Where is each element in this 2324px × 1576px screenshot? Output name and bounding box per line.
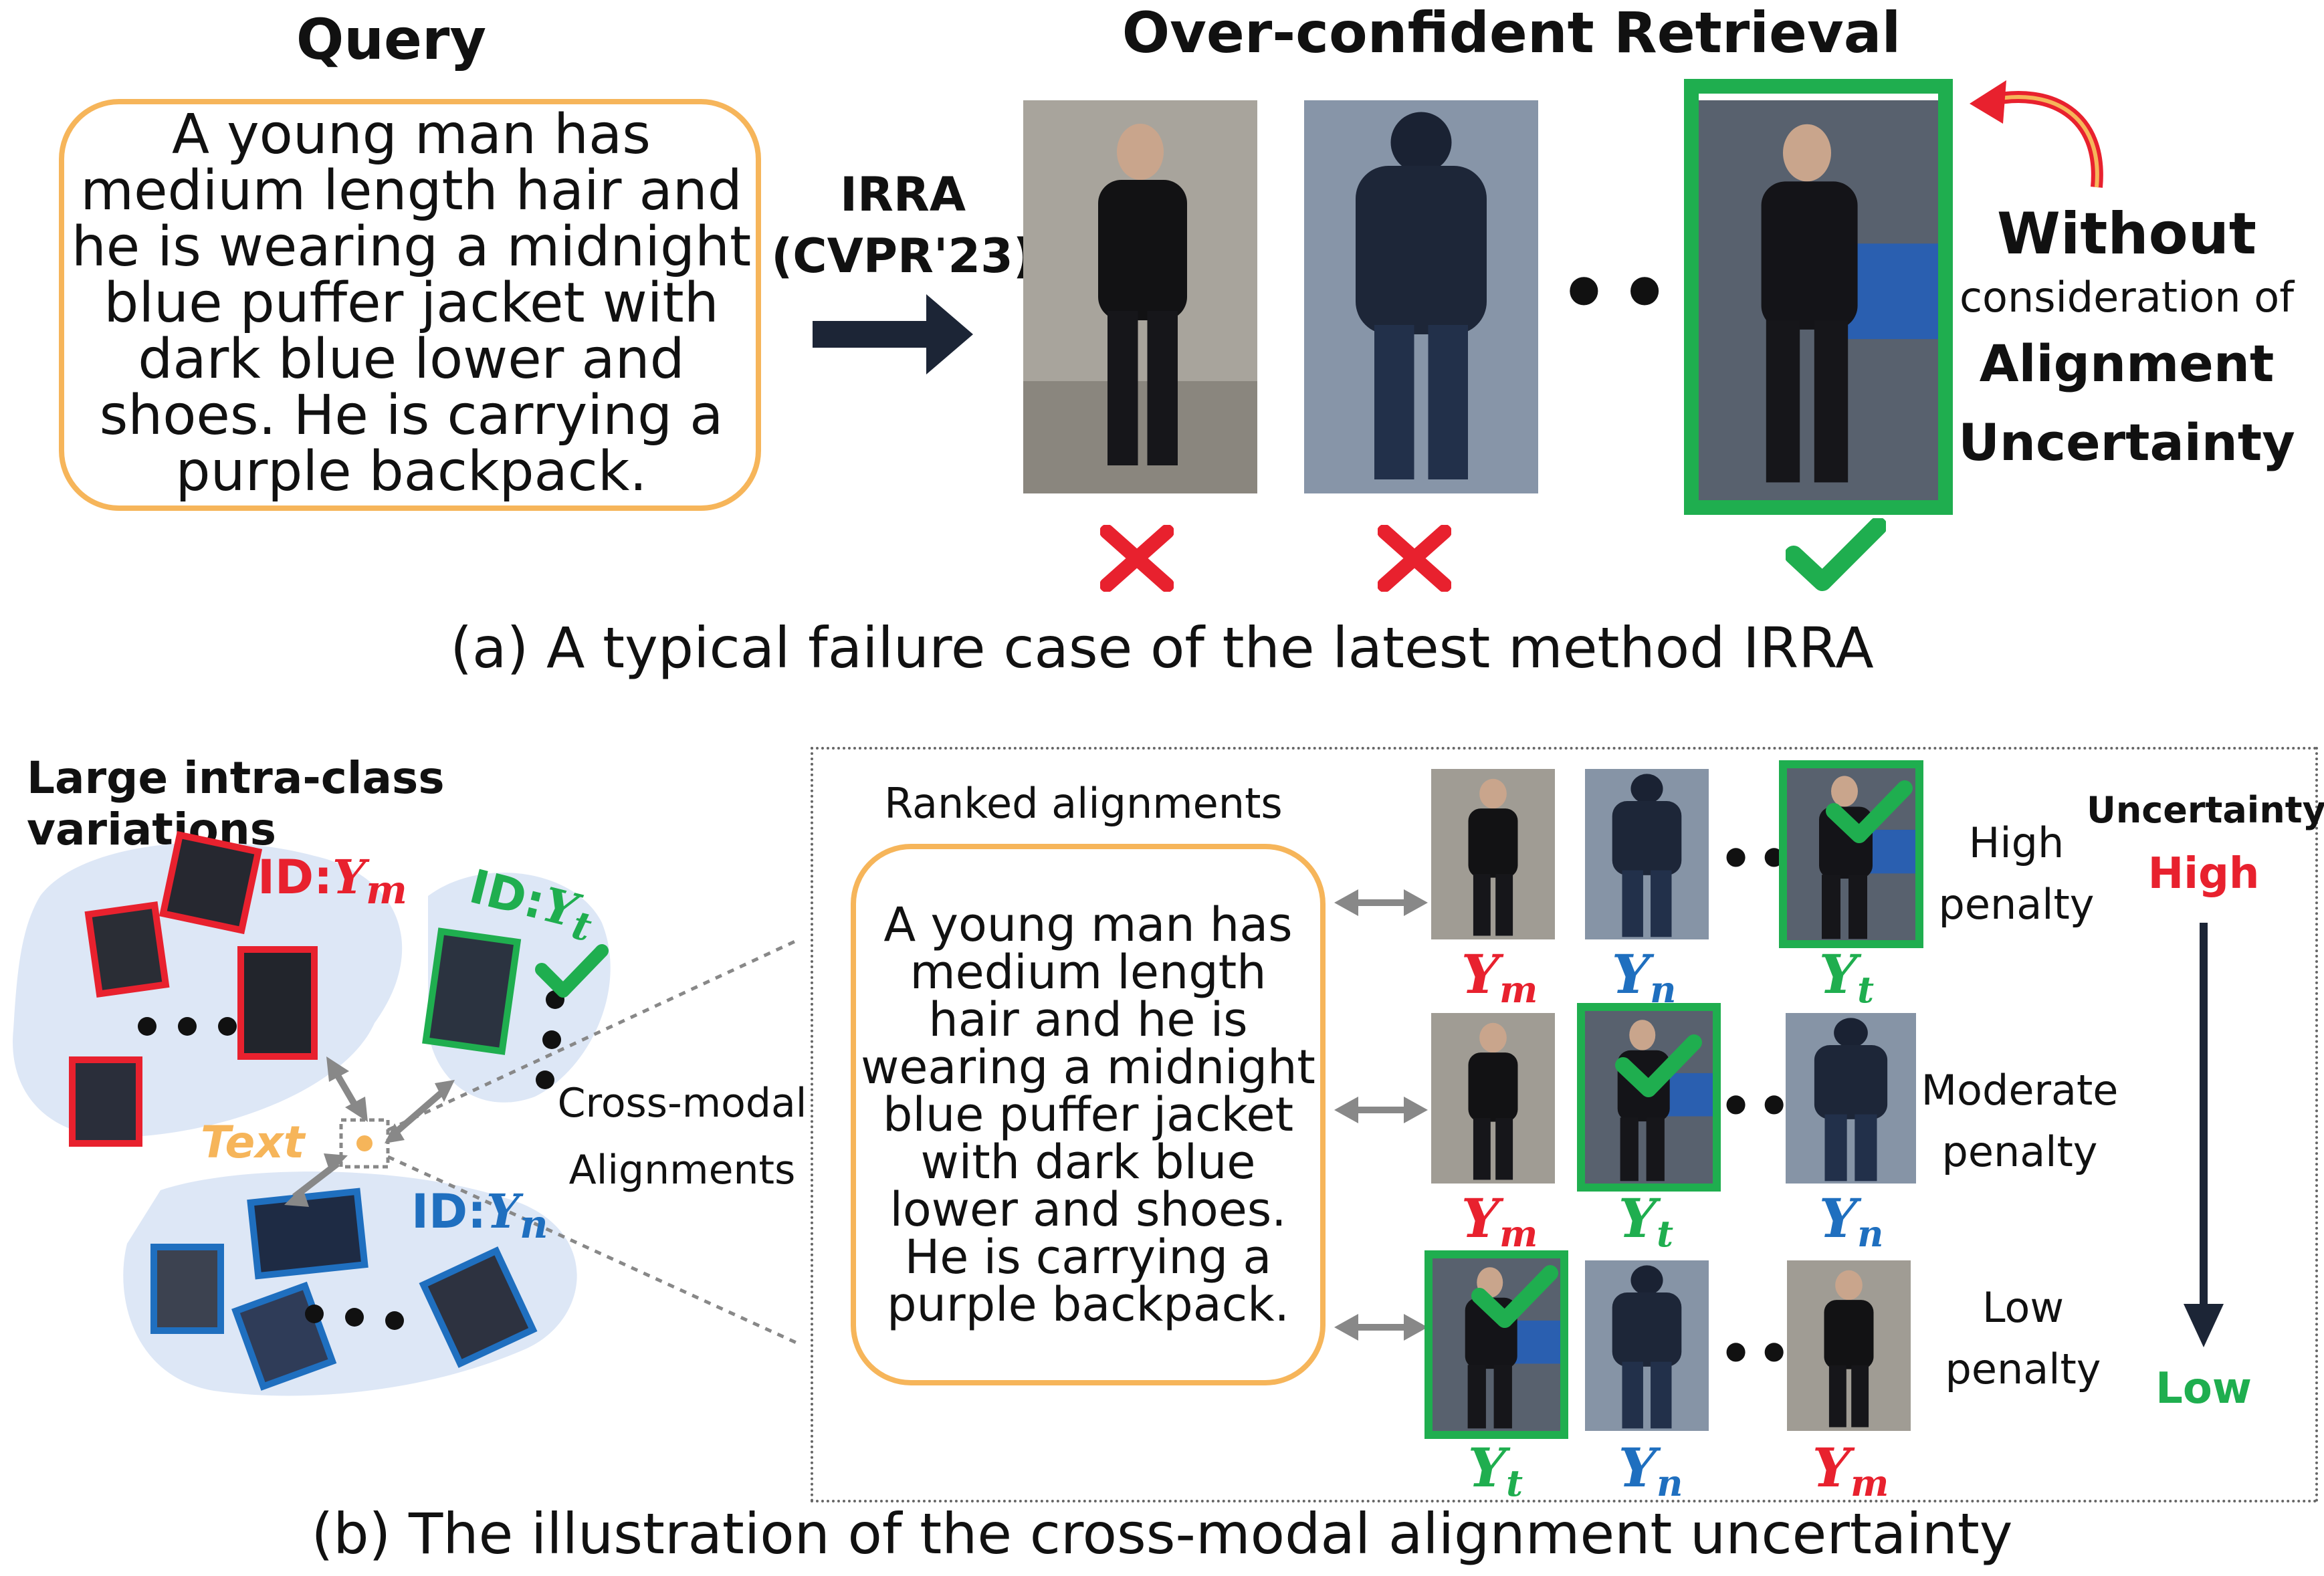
penalty-low-line-2: penalty — [1945, 1345, 2101, 1393]
row1-image-n — [1585, 769, 1709, 939]
id-n-subscript: n — [520, 1201, 548, 1247]
row3-label-1: Yt — [1468, 1436, 1523, 1504]
method-venue: (CVPR'23) — [771, 229, 1035, 284]
check-mark-icon-a — [1786, 518, 1886, 591]
row2-image-n — [1786, 1013, 1916, 1184]
method-name: IRRA — [839, 167, 966, 222]
caption-b: (b) The illustration of the cross-modal … — [311, 1501, 2013, 1567]
query-text: A young man has medium length hair and h… — [71, 103, 752, 503]
row1-correct-frame — [1779, 760, 1923, 948]
row3-correct-frame — [1424, 1250, 1568, 1439]
row2-label-3-sub: n — [1857, 1212, 1884, 1255]
text-point-label: Text — [201, 1117, 305, 1168]
row2-label-1-sub: m — [1499, 1212, 1538, 1255]
retrieved-image-1 — [1023, 100, 1257, 493]
uncertainty-low: Low — [2155, 1364, 2252, 1414]
row1-label-2-symbol: Y — [1612, 943, 1651, 1006]
query-box — [59, 99, 761, 511]
row3-label-3-sub: m — [1851, 1462, 1889, 1504]
right-arrow-icon — [813, 294, 973, 374]
embedding-clusters — [13, 830, 801, 1396]
row3-label-1-symbol: Y — [1468, 1436, 1507, 1499]
row2-check-icon — [1615, 1034, 1702, 1097]
row1-image-t — [1784, 766, 1918, 943]
ranked-alignments-title: Ranked alignments — [884, 779, 1283, 828]
row1-label-1-sub: m — [1499, 968, 1538, 1011]
query-title: Query — [296, 7, 487, 72]
id-label-m: ID:Ym — [257, 849, 407, 913]
cross-modal-line-1: Cross-modal — [557, 1080, 807, 1127]
uncertainty-title: Uncertainty — [2087, 789, 2324, 831]
penalty-high-line-1: High — [1968, 818, 2065, 867]
row2-label-1-symbol: Y — [1461, 1187, 1500, 1250]
cross-modal-line-2: Alignments — [568, 1147, 796, 1194]
id-n-prefix: ID: — [411, 1184, 487, 1239]
row2-label-1: Ym — [1461, 1187, 1538, 1255]
without-line-3: Alignment — [1979, 334, 2275, 393]
row3-label-2-symbol: Y — [1618, 1436, 1657, 1499]
query-box-b — [851, 844, 1326, 1385]
retrieved-image-2 — [1304, 100, 1538, 493]
id-m-subscript: m — [366, 867, 407, 913]
penalty-moderate-line-2: penalty — [1941, 1127, 2098, 1176]
row3-label-2: Yn — [1618, 1436, 1683, 1504]
penalty-low-line-1: Low — [1982, 1283, 2065, 1332]
row3-check-icon — [1471, 1265, 1558, 1328]
down-arrow-icon — [2184, 923, 2224, 1347]
ranked-alignments-panel — [811, 747, 2318, 1502]
penalty-low: Low penalty — [1926, 1277, 2120, 1400]
row1-image-m — [1431, 769, 1555, 939]
row1-label-3: Yt — [1819, 943, 1874, 1011]
without-line-4: Uncertainty — [1958, 413, 2295, 472]
row1-label-3-symbol: Y — [1819, 943, 1858, 1006]
row3-image-n — [1585, 1260, 1709, 1431]
id-m-symbol: Y — [332, 849, 366, 905]
uncertainty-high: High — [2147, 849, 2260, 899]
row3-label-3: Ym — [1812, 1436, 1889, 1504]
penalty-high: High penalty — [1926, 812, 2107, 935]
method-label: IRRA (CVPR'23) — [762, 164, 1043, 287]
row2-label-3-symbol: Y — [1819, 1187, 1858, 1250]
retrieved-image-3-correct — [1699, 100, 1939, 501]
row1-label-2: Yn — [1612, 943, 1676, 1011]
without-line-2: consideration of — [1959, 273, 2295, 322]
query-text-b: A young man has medium length hair and h… — [861, 897, 1315, 1332]
check-mark-icon-cluster — [535, 944, 609, 998]
cross-mark-icon-2 — [1378, 525, 1451, 592]
id-n-symbol: Y — [486, 1184, 520, 1239]
penalty-moderate: Moderate penalty — [1913, 1060, 2127, 1183]
id-label-n: ID:Yn — [411, 1184, 548, 1247]
correct-match-frame — [1684, 79, 1953, 515]
row2-image-m — [1431, 1013, 1555, 1184]
row3-image-m — [1787, 1260, 1911, 1431]
curved-arrow-icon — [1970, 80, 2103, 188]
row2-label-2-symbol: Y — [1618, 1187, 1657, 1250]
row1-check-icon — [1826, 780, 1913, 843]
row3-image-t — [1431, 1257, 1562, 1432]
without-line-1: Without — [1996, 201, 2257, 267]
penalty-high-line-2: penalty — [1938, 880, 2095, 929]
cross-modal-label: Cross-modal Alignments — [548, 1070, 816, 1204]
row1-label-3-sub: t — [1857, 968, 1875, 1011]
penalty-moderate-line-1: Moderate — [1921, 1066, 2119, 1115]
retrieval-title: Over-confident Retrieval — [1122, 0, 1901, 66]
row1-label-1-symbol: Y — [1461, 943, 1500, 1006]
row2-label-2-sub: t — [1657, 1212, 1674, 1255]
row3-label-3-symbol: Y — [1812, 1436, 1851, 1499]
row1-label-1: Ym — [1461, 943, 1538, 1011]
without-note: Without consideration of Alignment Uncer… — [1939, 201, 2314, 479]
row3-label-1-sub: t — [1506, 1462, 1523, 1504]
caption-a: (a) A typical failure case of the latest… — [450, 615, 1874, 681]
row-arrows — [1334, 889, 1428, 1341]
row2-correct-frame — [1577, 1003, 1721, 1192]
id-m-prefix: ID: — [257, 850, 333, 905]
cross-mark-icon-1 — [1100, 525, 1174, 592]
row2-label-2: Yt — [1618, 1187, 1673, 1255]
row3-label-2-sub: n — [1657, 1462, 1683, 1504]
row2-label-3: Yn — [1819, 1187, 1883, 1255]
